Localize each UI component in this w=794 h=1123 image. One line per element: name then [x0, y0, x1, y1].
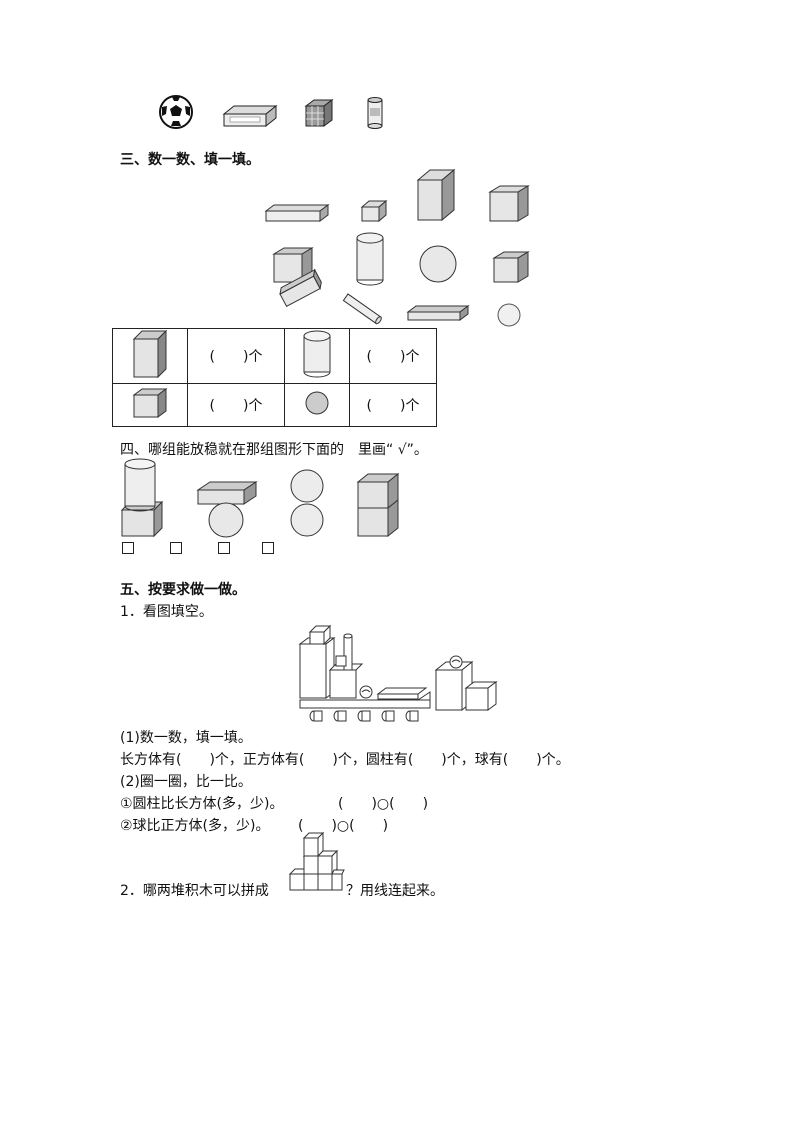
- stack-sphere-on-sphere: [290, 469, 324, 537]
- table-row: ( )个 ( )个: [112, 383, 437, 427]
- sphere-shape: [419, 245, 457, 283]
- cube-shape: [488, 185, 530, 222]
- cuboid-shape: [279, 268, 322, 308]
- rectangular-box-image: [222, 104, 278, 128]
- sphere-icon: [305, 391, 329, 415]
- tall-cuboid-shape: [416, 168, 456, 222]
- answer-checkbox[interactable]: [218, 542, 230, 554]
- compare-1-blank[interactable]: ( )○( ): [338, 796, 429, 812]
- small-sphere-shape: [497, 303, 521, 327]
- long-cuboid-shape: [264, 204, 330, 222]
- cube-icon: [132, 388, 168, 418]
- cuboid-cell: [112, 328, 188, 384]
- small-cube-shape: [360, 199, 388, 223]
- stack-cube-on-cube: [356, 472, 400, 538]
- section-5-heading: 五、按要求做一做。: [120, 582, 246, 598]
- sub-question-1-title: (1)数一数，填一填。: [120, 730, 252, 746]
- stack-cylinder-on-cube: [120, 458, 164, 538]
- cube-cell: [112, 383, 188, 427]
- answer-checkbox[interactable]: [262, 542, 274, 554]
- question-1-title: 1．看图填空。: [120, 604, 213, 620]
- section-3-shapes-figure: [264, 168, 530, 327]
- question-2-text-after: ？用线连起来。: [346, 883, 444, 899]
- compare-2-text: ②球比正方体(多，少)。: [120, 818, 270, 834]
- table-row: ( )个 ( )个: [112, 328, 437, 384]
- question-2-text-before: 2．哪两堆积木可以拼成: [120, 883, 269, 899]
- machine-figure: [298, 624, 498, 722]
- cylinder-bottle-image: [367, 97, 383, 129]
- rubiks-cube-image: [304, 99, 334, 127]
- stack-cuboid-on-sphere: [196, 481, 258, 538]
- cuboid-icon: [132, 329, 168, 379]
- cylinder-cell: [284, 328, 350, 384]
- compare-1-text: ①圆柱比长方体(多，少)。: [120, 796, 284, 812]
- answer-blank[interactable]: ( )个: [187, 328, 285, 384]
- cube-shape: [492, 251, 530, 283]
- soccer-ball-image: [159, 95, 193, 129]
- section-4-stacks-figure: [120, 458, 400, 538]
- answer-checkbox[interactable]: [122, 542, 134, 554]
- block-staircase-figure: [288, 831, 345, 891]
- sub-question-2-title: (2)圈一圈，比一比。: [120, 774, 252, 790]
- count-table: ( )个 ( )个 ( )个 ( )个: [112, 328, 437, 427]
- compare-2-blank[interactable]: ( )○( ): [298, 818, 389, 834]
- answer-checkbox[interactable]: [170, 542, 182, 554]
- count-fill-line[interactable]: 长方体有( )个，正方体有( )个，圆柱有( )个，球有( )个。: [120, 752, 570, 768]
- section-3-heading: 三、数一数、填一填。: [120, 152, 260, 168]
- stick-cylinder-shape: [342, 293, 382, 325]
- cylinder-icon: [303, 330, 331, 378]
- answer-blank[interactable]: ( )个: [187, 383, 285, 427]
- answer-blank[interactable]: ( )个: [349, 383, 437, 427]
- cylinder-shape: [356, 232, 384, 286]
- flat-cuboid-shape: [406, 305, 470, 321]
- section-4-heading: 四、哪组能放稳就在那组图形下面的 里画“ √”。: [120, 442, 428, 458]
- sphere-cell: [284, 383, 350, 427]
- answer-blank[interactable]: ( )个: [349, 328, 437, 384]
